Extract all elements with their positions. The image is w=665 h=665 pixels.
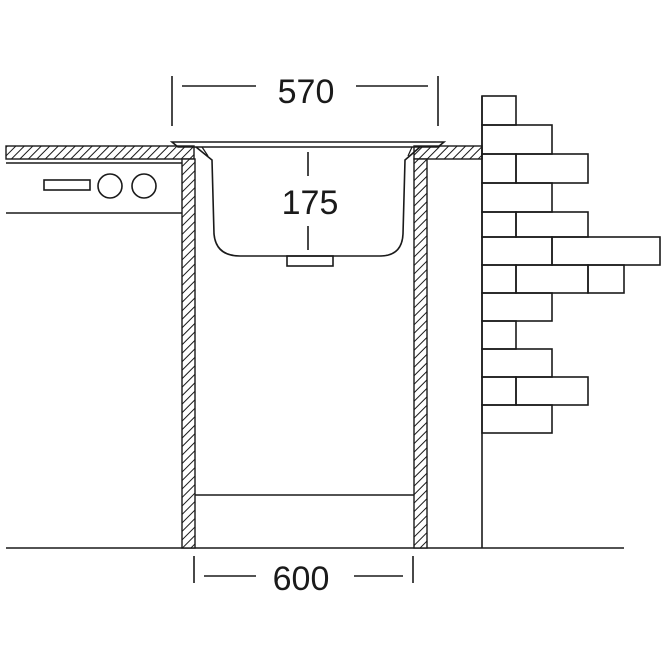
sink-rim: [169, 141, 447, 148]
cabinet-side-left: [181, 158, 196, 549]
appliance-knob-2: [131, 173, 157, 199]
dimension-depth-label: 175: [282, 184, 339, 222]
countertop-right: [413, 145, 483, 160]
appliance-display: [43, 179, 91, 191]
countertop-left: [5, 145, 195, 160]
dimension-bottom-width: 600: [193, 556, 414, 598]
dimension-bottom-width-label: 600: [273, 560, 330, 598]
sink-basin-inner-right: [407, 146, 413, 157]
dimension-depth: 175: [282, 152, 339, 250]
sink-basin-inner: [201, 146, 209, 157]
adjacent-appliance: [6, 162, 182, 214]
brick-wall: [481, 95, 661, 548]
cabinet-side-right: [413, 158, 428, 549]
appliance-knob-1: [97, 173, 123, 199]
sink-drain: [286, 255, 334, 267]
dimension-top-width-label: 570: [278, 73, 335, 111]
dimension-top-width: 570: [171, 73, 439, 126]
